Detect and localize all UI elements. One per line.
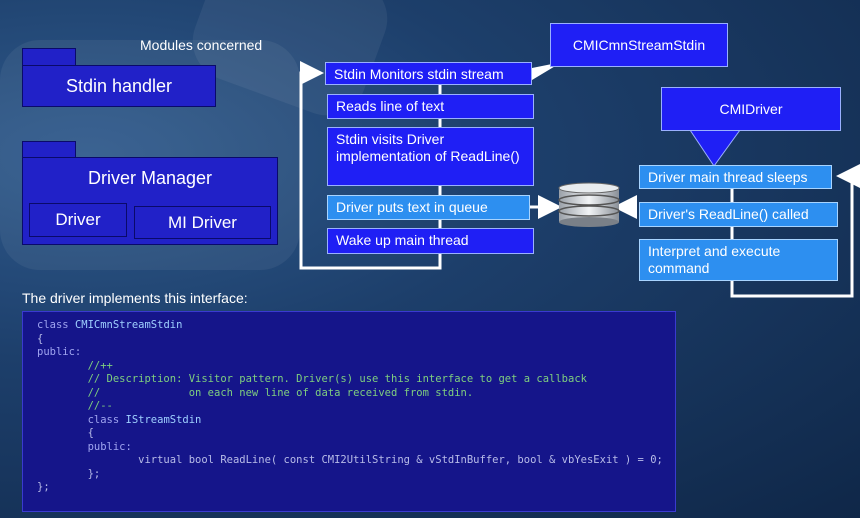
driver-manager-label: Driver Manager	[87, 167, 213, 188]
code-keyword: class	[37, 319, 75, 331]
code-comment: //--	[37, 400, 113, 412]
left-loop-arrow	[299, 61, 442, 270]
flow-step-3: Stdin visits Driver implementation of Re…	[327, 127, 534, 186]
code-line: public:	[37, 346, 82, 358]
code-line: class CMICmnStreamStdin	[37, 319, 661, 333]
code-comment: //++	[37, 359, 113, 372]
mi-driver-package: MI Driver	[134, 206, 271, 239]
interface-heading: The driver implements this interface:	[22, 290, 248, 306]
flow-step-1: Stdin Monitors stdin stream	[325, 62, 532, 85]
driver-package: Driver	[29, 203, 127, 237]
modules-heading: Modules concerned	[140, 37, 263, 53]
code-comment: // on each new line of data received fro…	[37, 386, 474, 399]
code-line: {	[37, 332, 44, 345]
code-line: };	[37, 467, 101, 480]
stream-stdin-callout: CMICmnStreamStdin	[550, 23, 728, 67]
code-line: {	[37, 427, 94, 439]
flow-step-5: Wake up main thread	[327, 228, 534, 254]
stdin-handler-package: Stdin handler	[22, 65, 216, 107]
code-class-name: CMICmnStreamStdin	[74, 319, 183, 331]
right-loop-arrow	[730, 164, 860, 298]
flow-step-2: Reads line of text	[327, 94, 534, 119]
code-comment: // Description: Visitor pattern. Driver(…	[37, 373, 587, 385]
queue-database-icon	[558, 182, 620, 227]
code-class-name: IStreamStdin	[125, 413, 202, 426]
code-block: class CMICmnStreamStdin{public: //++ // …	[22, 311, 676, 512]
driver-step-3: Interpret and execute command	[639, 239, 838, 281]
cmidriver-callout: CMIDriver	[661, 87, 841, 131]
code-line: };	[37, 481, 50, 493]
code-line: virtual bool ReadLine( const CMI2UtilStr…	[37, 454, 663, 466]
driver-step-1: Driver main thread sleeps	[639, 165, 832, 189]
driver-step-2: Driver's ReadLine() called	[639, 202, 838, 227]
code-keyword: class	[37, 413, 126, 426]
code-line: public:	[37, 440, 132, 453]
code-line: class IStreamStdin	[37, 414, 661, 428]
flow-step-4: Driver puts text in queue	[327, 195, 530, 220]
cmidriver-callout-tail	[689, 129, 741, 167]
